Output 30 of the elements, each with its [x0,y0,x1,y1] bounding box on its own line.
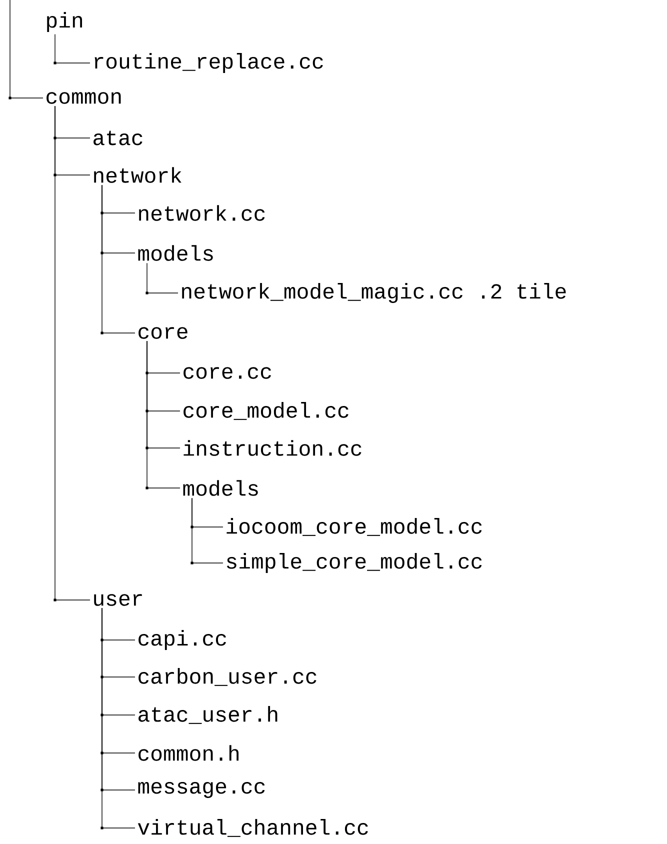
tree-connector [190,498,224,564]
file-name: models [138,245,213,261]
file-name: atac_user.h [138,706,278,724]
tree-connector [100,184,136,334]
file-name: models [183,480,258,496]
tree-connector [54,106,90,602]
file-name: network [94,167,182,183]
file-name: core_model.cc [184,402,348,420]
file-name: virtual_channel.cc [138,819,368,837]
file-name: core [138,327,188,339]
file-name: carbon_user.cc [138,668,316,686]
file-name: capi.cc [138,630,226,650]
file-name: routine_replace.cc [94,52,323,74]
tree-connector [146,340,180,490]
file-name: pin [47,12,82,32]
file-name: common.h [138,745,238,761]
file-name: network_model_magic.cc .2 tile [182,283,566,304]
file-name: user [94,594,142,606]
file-name: network.cc [139,205,265,221]
file-name: core.cc [184,367,271,379]
file-name: instruction.cc [184,440,362,456]
file-name: iocoom_core_model.cc [226,518,482,536]
tree-connector [100,608,136,830]
file-name: simple_core_model.cc [226,552,482,574]
file-name: atac [94,130,142,146]
tree-connector [8,0,44,100]
file-name: message.cc [138,782,265,798]
file-name: common [46,92,121,104]
tree-connector [54,34,90,64]
tree-connector [146,262,178,294]
